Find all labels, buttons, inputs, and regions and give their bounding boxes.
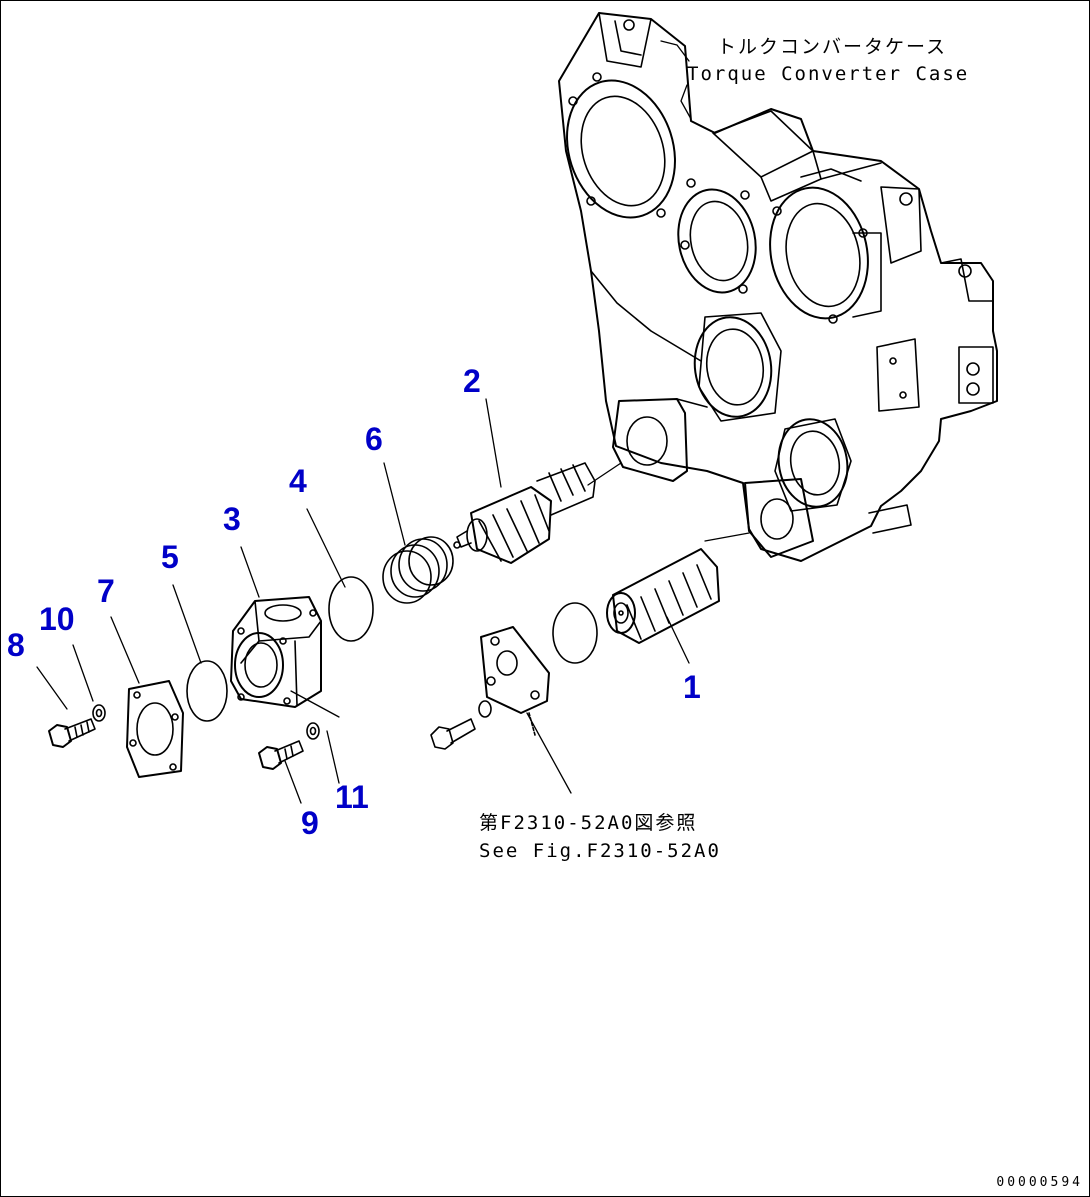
see-fig-jp: 第F2310-52A0図参照 (479, 812, 698, 834)
part-11-washer (306, 722, 320, 740)
part-7-cover (126, 680, 184, 778)
case-label-en: Torque Converter Case (687, 63, 970, 85)
callout-3: 3 (223, 501, 241, 537)
drawing-number: 00000594 (996, 1175, 1083, 1190)
part-2-strainer (453, 462, 596, 564)
callout-6: 6 (365, 421, 383, 457)
callout-9: 9 (301, 805, 319, 841)
part-1-filter-element (606, 548, 720, 644)
part-3-strainer-case (230, 596, 322, 708)
part-9-bolt (258, 740, 304, 770)
part-8-bolt (48, 718, 96, 748)
callout-8: 8 (7, 627, 25, 663)
case-label-jp: トルクコンバータケース (717, 36, 948, 58)
callout-11: 11 (335, 779, 369, 815)
callout-1: 1 (683, 669, 701, 705)
part-10-washer (92, 704, 106, 722)
filter-cover-assembly (430, 626, 550, 750)
part-6-spring (382, 536, 454, 604)
callout-10: 10 (39, 601, 75, 637)
callout-5: 5 (161, 539, 179, 575)
callout-7: 7 (97, 573, 115, 609)
callout-4: 4 (289, 463, 307, 499)
see-fig-en: See Fig.F2310-52A0 (479, 840, 721, 862)
part-5-gasket (186, 660, 228, 722)
leader-lines (36, 40, 750, 804)
part-4-o-ring (328, 576, 374, 642)
torque-converter-case (558, 12, 998, 562)
callout-2: 2 (463, 363, 481, 399)
filter-o-ring (552, 602, 598, 664)
